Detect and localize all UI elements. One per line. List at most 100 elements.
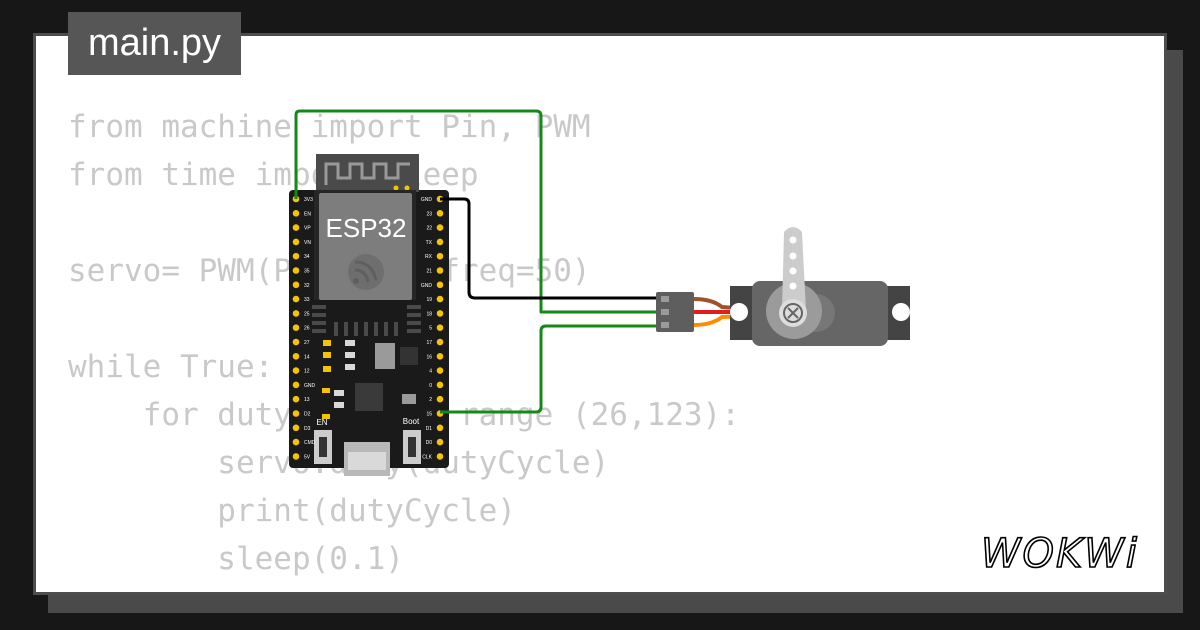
header-pin[interactable] [292, 281, 300, 289]
antenna-trace [324, 162, 410, 185]
header-pin[interactable] [436, 238, 444, 246]
pin-label: 32 [304, 283, 310, 289]
pin-label: VP [304, 226, 311, 232]
header-pin[interactable] [436, 367, 444, 374]
pin-label: 4 [429, 369, 432, 375]
wokwi-logo: WOKWi [980, 530, 1139, 578]
wire-gnd-to-servo-gnd [440, 197, 660, 300]
pin-label: 2 [429, 397, 432, 403]
header-pin[interactable] [292, 453, 300, 460]
pin-label: 17 [426, 340, 432, 346]
header-pin[interactable] [292, 324, 300, 332]
header-pin[interactable] [436, 252, 444, 260]
file-name-tab[interactable]: main.py [68, 12, 241, 75]
pin-label: 3V3 [304, 197, 313, 203]
pin-label: 35 [304, 269, 310, 275]
pin-label: D1 [426, 426, 433, 432]
servo-motor[interactable] [656, 227, 910, 346]
servo-wire-orange [693, 314, 751, 327]
pin-label: 19 [426, 297, 432, 303]
header-pin[interactable] [292, 367, 300, 374]
header-pin[interactable] [292, 295, 300, 303]
header-pin[interactable] [292, 238, 300, 246]
pin-label: 0 [429, 383, 432, 389]
header-pin[interactable] [292, 395, 300, 403]
pin-label: GND [421, 197, 433, 203]
code-line: sleep(0.1) [68, 541, 404, 577]
header-pin[interactable] [292, 353, 300, 360]
header-pin[interactable] [436, 210, 444, 217]
pin-label: 18 [426, 311, 432, 317]
header-pin[interactable] [436, 438, 444, 446]
wires [294, 109, 660, 414]
header-pin[interactable] [436, 267, 444, 274]
chip-label: ESP32 [326, 213, 407, 243]
header-pin[interactable] [436, 224, 444, 231]
pin-label: 14 [304, 354, 310, 360]
header-pin[interactable] [292, 210, 300, 217]
header-pin[interactable] [436, 295, 444, 303]
left-pin-header: 3V3ENVPVN343532332526271412GND13D2D3CMD5… [292, 195, 316, 460]
pin-label: 33 [304, 297, 310, 303]
code-line: from machine import Pin, PWM [68, 109, 591, 145]
board-components [322, 340, 418, 419]
pin-label: VN [304, 240, 311, 246]
header-pin[interactable] [292, 267, 300, 274]
pin-label: 22 [426, 226, 432, 232]
en-button[interactable] [314, 430, 332, 464]
pin-label: TX [426, 240, 433, 246]
pin-label: 12 [304, 369, 310, 375]
header-pin[interactable] [292, 438, 300, 446]
header-pin[interactable] [292, 252, 300, 260]
antenna-module [316, 154, 419, 192]
pin-label: 23 [426, 211, 432, 217]
header-pin[interactable] [436, 395, 444, 403]
boot-button[interactable] [403, 430, 421, 464]
pin-label: 21 [426, 269, 432, 275]
header-pin[interactable] [292, 410, 300, 417]
header-pin[interactable] [436, 324, 444, 332]
header-pin[interactable] [292, 224, 300, 231]
header-pin[interactable] [436, 381, 444, 389]
header-pin[interactable] [292, 310, 300, 317]
header-pin[interactable] [436, 338, 444, 346]
pin-label: CLK [422, 454, 432, 460]
en-label: EN [316, 418, 327, 427]
boot-label: Boot [403, 417, 420, 426]
header-pin[interactable] [436, 453, 444, 460]
header-pin[interactable] [436, 424, 444, 432]
pin-label: EN [304, 211, 311, 217]
pin-label: 5V [304, 454, 311, 460]
usb-port [344, 442, 390, 476]
header-pin[interactable] [292, 338, 300, 346]
pin-label: D0 [426, 440, 433, 446]
servo-wire-brown [693, 297, 751, 311]
header-pin[interactable] [436, 310, 444, 317]
header-pin[interactable] [436, 281, 444, 289]
pin-label: 27 [304, 340, 310, 346]
logo-text: WOKWi [981, 531, 1139, 577]
wire-pin2-to-servo-signal [440, 324, 660, 414]
pin-label: 25 [304, 311, 310, 317]
pin-label: RX [425, 254, 433, 260]
pin-label: D2 [304, 412, 311, 418]
header-pin[interactable] [436, 353, 444, 360]
pin-label: D3 [304, 426, 311, 432]
pin-label: 5 [429, 326, 432, 332]
header-pin[interactable] [292, 381, 300, 389]
pin-label: 26 [304, 326, 310, 332]
pin-label: 16 [426, 354, 432, 360]
espressif-logo-icon [348, 254, 384, 290]
header-pin[interactable] [292, 424, 300, 432]
pin-label: CMD [304, 440, 316, 446]
esp32-board[interactable]: ESP32 [289, 154, 449, 476]
pin-label: 13 [304, 397, 310, 403]
module-pads [312, 305, 421, 336]
esp32-shield [319, 193, 412, 300]
pin-label: 34 [304, 254, 310, 260]
code-line: while True: [68, 349, 274, 385]
wire-3v3-to-servo-vcc [294, 109, 660, 314]
pin-label: 15 [426, 412, 432, 418]
